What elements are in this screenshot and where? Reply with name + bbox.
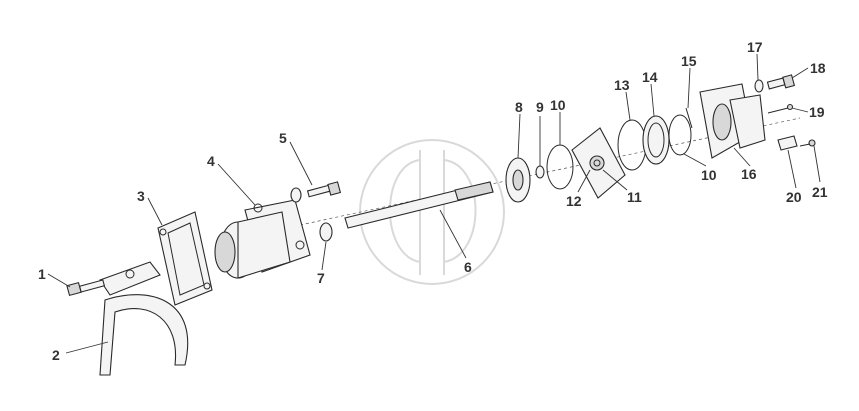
callout-3: 3 [137, 188, 145, 204]
part-19-screw [767, 103, 794, 114]
part-11-cover-plate [571, 127, 626, 199]
part-8-bearing [505, 157, 531, 203]
callout-4: 4 [207, 153, 215, 169]
callout-2: 2 [52, 347, 60, 363]
part-20-bracket [777, 135, 798, 151]
part-9-ring [535, 165, 545, 179]
callout-13: 13 [614, 77, 630, 93]
callout-8: 8 [515, 99, 523, 115]
callout-20: 20 [786, 189, 802, 205]
callout-10-left: 10 [550, 97, 566, 113]
callout-12: 12 [566, 193, 582, 209]
callout-21: 21 [812, 184, 828, 200]
part-5-bolt [306, 181, 342, 198]
part-17-washer [754, 79, 764, 93]
o-ring-upper [290, 187, 302, 203]
leader-lines [47, 53, 821, 354]
part-7-o-ring [319, 222, 333, 242]
part-6-shaft [344, 181, 494, 229]
callout-10-right: 10 [701, 167, 717, 183]
part-10-o-ring-right [668, 114, 692, 156]
part-4-housing [214, 199, 311, 279]
part-2-shift-fork [99, 261, 189, 376]
part-15-pin [685, 107, 693, 129]
callout-18: 18 [810, 60, 826, 76]
callout-9: 9 [536, 99, 544, 115]
part-21-screw [799, 139, 816, 147]
callout-5: 5 [279, 130, 287, 146]
part-14-seal [642, 115, 670, 165]
callout-16: 16 [741, 166, 757, 182]
part-16-end-housing [699, 83, 766, 159]
part-13-ring [617, 119, 647, 171]
part-1-bolt [66, 279, 106, 297]
callout-15: 15 [681, 53, 697, 69]
callout-7: 7 [317, 270, 325, 286]
part-10-o-ring-left [546, 144, 574, 190]
callout-labels: 1 2 3 4 5 6 7 8 9 10 11 12 13 14 15 10 1… [38, 39, 828, 363]
callout-6: 6 [464, 259, 472, 275]
callout-11: 11 [627, 189, 642, 205]
watermark-logo [359, 139, 505, 285]
callout-17: 17 [747, 39, 763, 55]
callout-1: 1 [38, 266, 46, 282]
callout-19: 19 [809, 104, 825, 120]
part-3-gasket [157, 211, 213, 306]
part-18-bolt [766, 74, 796, 90]
callout-14: 14 [642, 69, 658, 85]
